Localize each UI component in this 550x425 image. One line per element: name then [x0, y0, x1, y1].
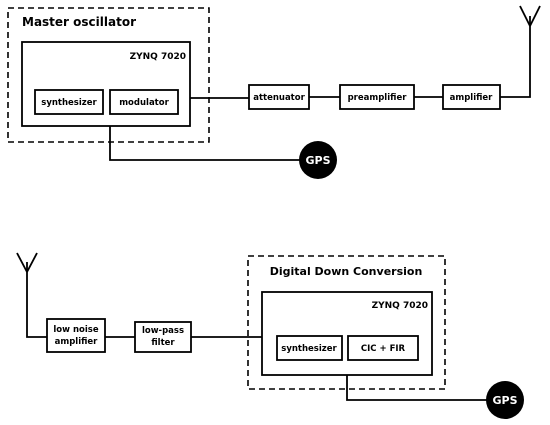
wire-antenna-lna	[26, 262, 47, 338]
gps-node-top	[299, 141, 337, 179]
synthesizer-block-bottom	[276, 335, 343, 361]
low-noise-amplifier-block	[46, 318, 106, 353]
attenuator-block	[248, 84, 310, 110]
lna-label-line1: low noise	[53, 325, 98, 335]
zynq-label-top: ZYNQ 7020	[130, 52, 186, 62]
lpf-label-line1: low-pass	[142, 326, 184, 336]
low-pass-filter-block	[134, 321, 192, 353]
gps-node-bottom	[486, 381, 524, 419]
antenna-icon	[16, 252, 38, 273]
cic-fir-label: CIC + FIR	[361, 344, 406, 354]
preamplifier-block	[339, 84, 415, 110]
lpf-label-line2: filter	[151, 338, 175, 348]
modulator-label: modulator	[119, 98, 169, 108]
gps-label-top: GPS	[305, 154, 330, 167]
master-oscillator-group	[7, 7, 210, 143]
synthesizer-block-top	[34, 89, 104, 115]
master-oscillator-title: Master oscillator	[22, 15, 136, 29]
amplifier-block	[442, 84, 501, 110]
modulator-block	[109, 89, 179, 115]
synthesizer-label-top: synthesizer	[41, 98, 97, 108]
attenuator-label: attenuator	[253, 93, 305, 103]
wire-board-gps-bottom	[346, 375, 487, 401]
wire-amplifier-antenna	[500, 16, 531, 98]
amplifier-label: amplifier	[450, 93, 494, 103]
wire-board-gps-top	[109, 126, 300, 161]
synthesizer-label-bottom: synthesizer	[281, 344, 337, 354]
antenna-icon	[519, 5, 541, 27]
preamplifier-label: preamplifier	[348, 93, 408, 103]
ddc-title: Digital Down Conversion	[270, 265, 423, 278]
gps-label-bottom: GPS	[492, 394, 517, 407]
digital-down-conversion-group	[247, 255, 446, 390]
lna-label-line2: amplifier	[55, 337, 99, 347]
cic-fir-block	[347, 335, 419, 361]
zynq-label-bottom: ZYNQ 7020	[372, 301, 428, 311]
